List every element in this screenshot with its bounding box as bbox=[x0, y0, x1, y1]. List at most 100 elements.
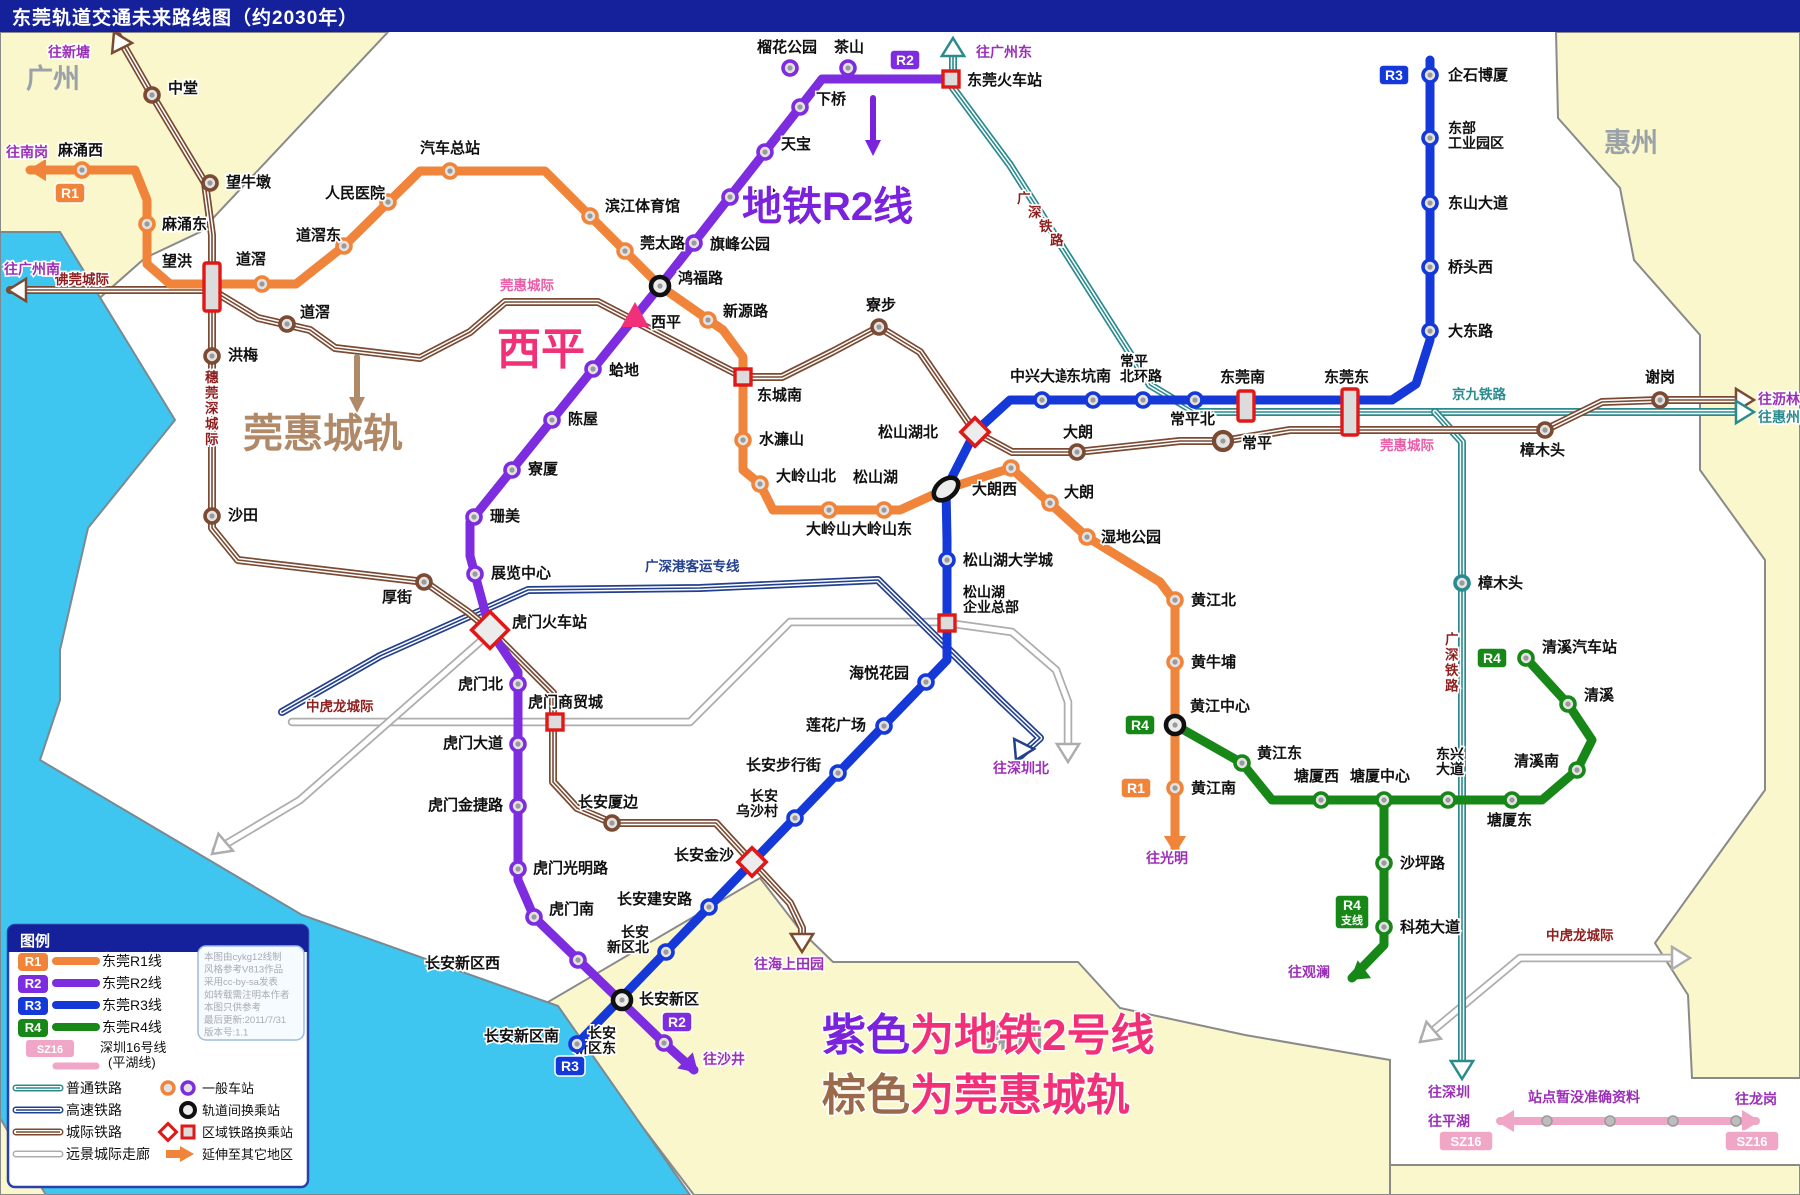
station-茶山: 茶山 bbox=[832, 36, 866, 77]
legend-credits-line: 最后更新:2011/7/31 bbox=[204, 1014, 286, 1026]
line-badge-SZ16: SZ16 bbox=[1724, 1130, 1780, 1152]
station-莲花广场: 莲花广场 bbox=[804, 714, 893, 736]
city-label-广州: 广州 bbox=[26, 64, 80, 94]
corridor-label: 广深港客运专线 bbox=[645, 558, 740, 574]
station-label: 人民医院 bbox=[325, 184, 385, 202]
station-label: 海悦花园 bbox=[849, 664, 909, 682]
station-label: 虎门金捷路 bbox=[428, 796, 504, 814]
svg-text:SZ16: SZ16 bbox=[37, 1044, 63, 1056]
station-label: 松山湖大学城 bbox=[963, 551, 1053, 569]
station-label: 东城 bbox=[746, 187, 776, 205]
station-label: 蛤地 bbox=[609, 361, 639, 379]
direction-label: 往南岗 bbox=[6, 144, 48, 160]
legend-header: 图例 bbox=[20, 932, 50, 950]
station-label: 汽车总站 bbox=[420, 139, 480, 157]
svg-text:R2: R2 bbox=[896, 52, 914, 68]
line-end-arrow bbox=[1054, 742, 1082, 765]
line-end-arrow bbox=[1350, 960, 1372, 980]
station-海悦花园: 海悦花园 bbox=[847, 662, 935, 691]
legend-credits-line: 本图只供参考 bbox=[204, 1001, 261, 1013]
corridor-label: 穗 bbox=[205, 369, 219, 385]
station-樟木头: 樟木头 bbox=[1518, 421, 1567, 461]
line-end-arrow bbox=[1734, 398, 1757, 426]
station-常平北: 常平北 bbox=[1168, 391, 1217, 430]
station-水濂山: 水濂山 bbox=[734, 428, 806, 450]
station-下桥: 下桥 bbox=[791, 88, 849, 116]
station-label: 虎门光明路 bbox=[533, 859, 609, 877]
station-沙坪路: 沙坪路 bbox=[1375, 852, 1448, 874]
line-badge-R2: R2 bbox=[889, 49, 921, 71]
station-label: 东莞东 bbox=[1324, 368, 1369, 386]
line-badge-R3: R3 bbox=[1378, 64, 1410, 86]
station-大东路: 大东路 bbox=[1421, 320, 1496, 342]
annotation-r2note: 地铁R2线 bbox=[742, 185, 913, 229]
station-大岭山北: 大岭山北 bbox=[751, 465, 838, 493]
station-松山湖北: 松山湖北 bbox=[876, 415, 992, 449]
station-label: 天宝 bbox=[781, 135, 811, 153]
station-虎门金捷路: 虎门金捷路 bbox=[426, 794, 527, 816]
station-label: 常平 bbox=[1242, 434, 1272, 452]
station-label: 黄江东 bbox=[1257, 744, 1302, 762]
station-榴花公园: 榴花公园 bbox=[755, 36, 819, 77]
city-label-惠州: 惠州 bbox=[1604, 128, 1658, 158]
station-label: 珊美 bbox=[490, 507, 521, 525]
line-badge-R1: R1 bbox=[54, 182, 86, 204]
station-label: 麻涌东 bbox=[161, 215, 207, 233]
station-沙田: 沙田 bbox=[203, 505, 260, 526]
station-label: 长安新区 bbox=[639, 990, 699, 1008]
corridor-label: 深 bbox=[1028, 204, 1042, 220]
station-label: 长安 bbox=[750, 788, 778, 804]
station-大朗: 大朗 bbox=[1041, 481, 1096, 512]
station-天宝: 天宝 bbox=[756, 133, 813, 161]
station-东莞南: 东莞南 bbox=[1218, 366, 1267, 423]
station-科苑大道: 科苑大道 bbox=[1375, 916, 1462, 938]
line-ic-main bbox=[6, 286, 1752, 456]
svg-text:R2: R2 bbox=[668, 1014, 686, 1030]
station-label: 大岭山东 bbox=[852, 520, 912, 538]
city-label-深圳: 深圳 bbox=[985, 1022, 1043, 1055]
station-label: 塘厦东 bbox=[1487, 811, 1532, 829]
station-莞太路: 莞太路 bbox=[616, 232, 688, 260]
station-label: 中兴大道 bbox=[1010, 367, 1070, 385]
station-label: 东莞南 bbox=[1220, 368, 1265, 386]
station-label: 大岭山 bbox=[806, 520, 851, 538]
direction-label: 往龙岗 bbox=[1735, 1091, 1777, 1107]
line-badge-R2: R2 bbox=[661, 1011, 693, 1033]
svg-text:(平湖线): (平湖线) bbox=[108, 1055, 156, 1070]
station-label: 塘厦中心 bbox=[1350, 767, 1410, 785]
station-道滘: 道滘 bbox=[234, 248, 271, 293]
station-黄江北: 黄江北 bbox=[1166, 589, 1238, 611]
station-label: 中堂 bbox=[168, 79, 198, 97]
station-label: 虎门北 bbox=[458, 675, 503, 693]
station-label: 松山湖 bbox=[963, 584, 1005, 600]
direction-label: 往深圳北 bbox=[993, 760, 1049, 776]
direction-label: 往惠州 bbox=[1758, 409, 1800, 425]
direction-label: 往广州东 bbox=[976, 44, 1032, 60]
station-长安新区西: 长安新区西 bbox=[423, 951, 587, 974]
station-桥头西: 桥头西 bbox=[1421, 256, 1495, 278]
station-label: 虎门商贸城 bbox=[528, 693, 603, 711]
line-badge-R3: R3 bbox=[554, 1055, 586, 1077]
direction-label: 往沙井 bbox=[703, 1051, 745, 1067]
station-label: 北环路 bbox=[1120, 368, 1163, 384]
line-vision2 bbox=[211, 635, 487, 855]
station-label: 虎门南 bbox=[549, 900, 594, 918]
svg-text:SZ16: SZ16 bbox=[1736, 1134, 1767, 1149]
station-厚街: 厚街 bbox=[380, 573, 433, 608]
legend-label: 轨道间换乘站 bbox=[202, 1103, 280, 1118]
svg-text:R1: R1 bbox=[61, 185, 79, 201]
station-label: 黄江北 bbox=[1191, 591, 1236, 609]
line-end-arrow bbox=[1742, 1109, 1760, 1133]
station-黄江中心: 黄江中心 bbox=[1163, 695, 1252, 737]
line-end-arrow bbox=[677, 1052, 698, 1073]
legend-credits-line: 采用cc-by-sa发表 bbox=[204, 976, 278, 988]
station-label: 旗峰公园 bbox=[710, 235, 770, 253]
svg-text:R2: R2 bbox=[25, 976, 42, 991]
station-label: 大道 bbox=[1436, 761, 1464, 777]
region-yellow-1 bbox=[1554, 31, 1800, 1079]
station-label: 西平 bbox=[651, 314, 681, 331]
station-虎门北: 虎门北 bbox=[456, 673, 527, 695]
